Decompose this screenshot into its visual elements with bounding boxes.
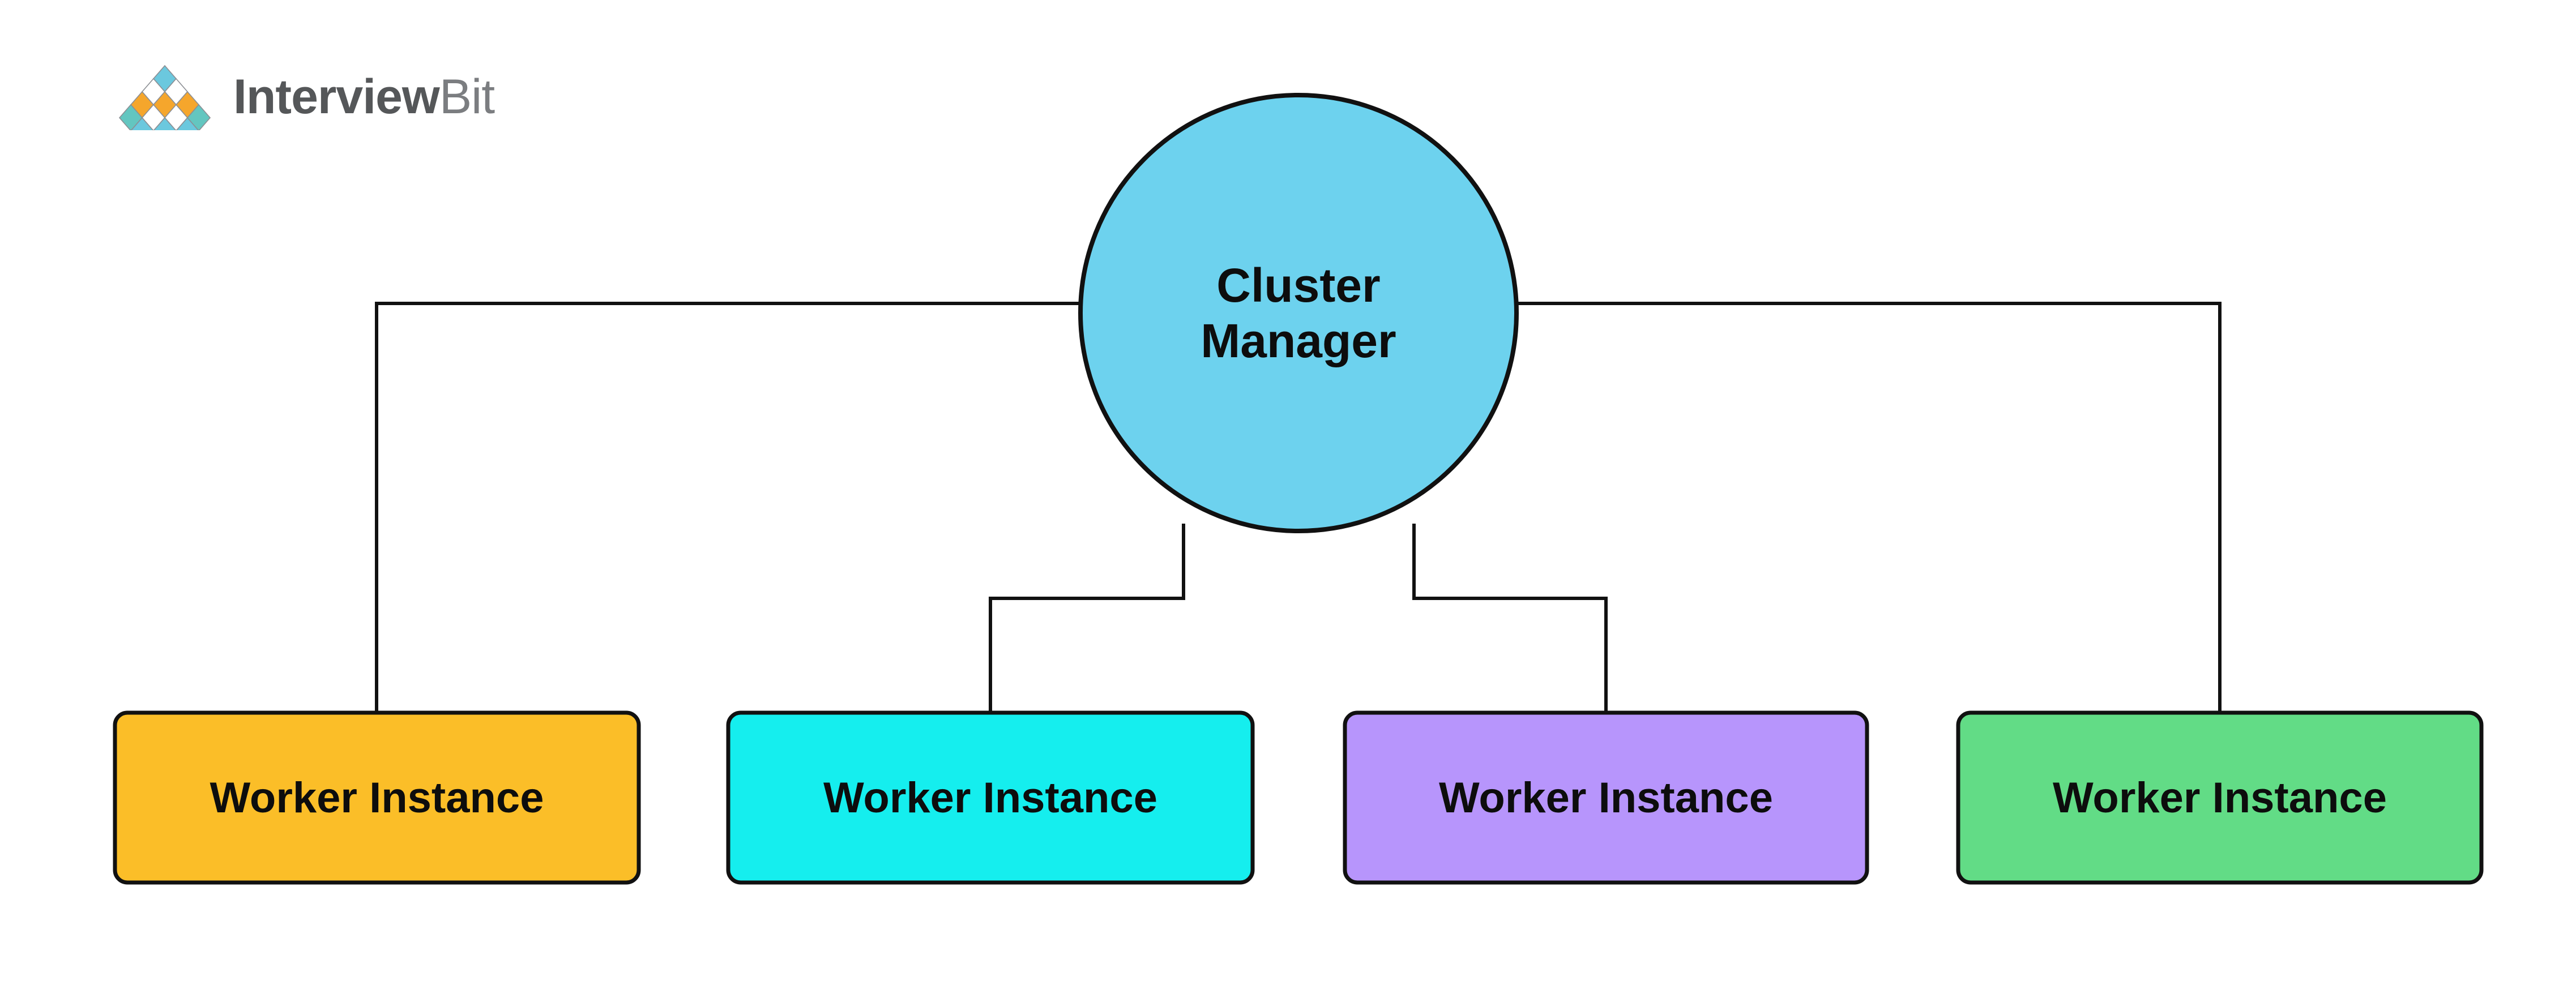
brand-wordmark: InterviewBit [233,70,495,124]
worker-instance-node-0[interactable] [113,710,641,885]
worker-instance-node-1[interactable] [726,710,1255,885]
brand-name-primary: Interview [233,70,440,124]
connector-hub-to-worker-0 [375,302,1079,714]
worker-instance-node-2[interactable] [1343,710,1869,885]
brand-logo: InterviewBit [111,63,495,130]
brand-name-secondary: Bit [439,70,495,124]
connector-hub-to-worker-3 [1518,302,2222,714]
connector-hub-to-worker-2 [1412,524,1608,714]
diamond-pyramid-icon [118,65,211,130]
worker-instance-node-3[interactable] [1956,710,2484,885]
connector-hub-to-worker-1 [989,524,1185,714]
cluster-manager-node[interactable] [1078,93,1519,533]
